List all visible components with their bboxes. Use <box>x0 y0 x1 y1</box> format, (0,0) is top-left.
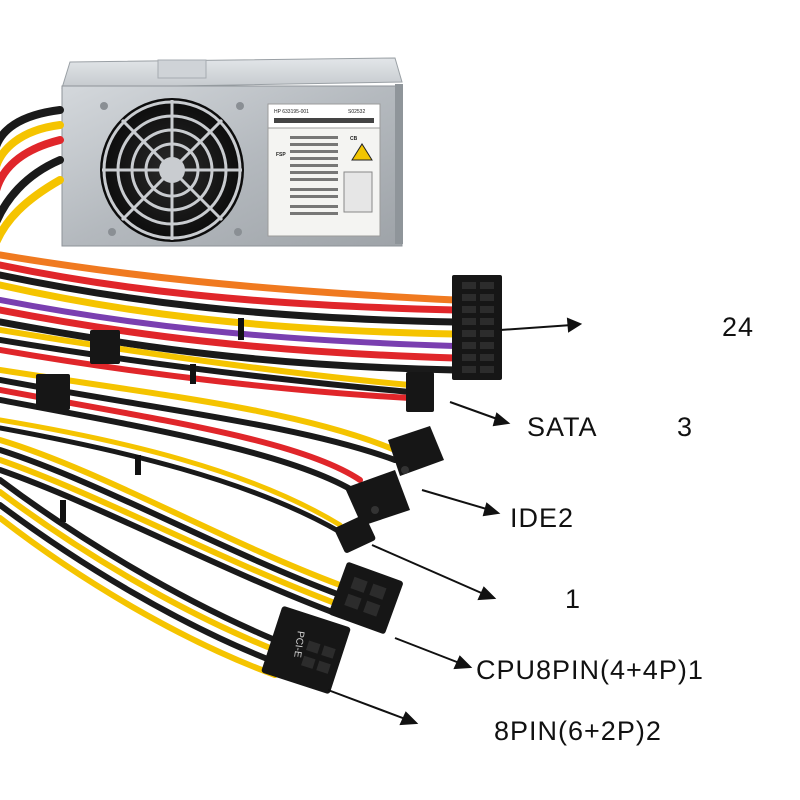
atx-24pin-connector <box>452 275 502 380</box>
cpu-8pin-connector <box>329 562 403 634</box>
label-part-number: HP 633195-001 <box>274 109 309 115</box>
molex-connector-small <box>90 330 120 364</box>
cpu-8pin-label: CPU8PIN(4+4P)1 <box>476 655 704 685</box>
floppy-count-label: 1 <box>565 584 582 614</box>
cable-bundle <box>0 106 459 678</box>
sata-connector <box>406 372 434 412</box>
sata-count-label: 3 <box>677 412 694 442</box>
power-supply-unit: HP 633195-001 S02532 FSP CB <box>61 57 403 247</box>
ide-label: IDE2 <box>510 503 575 533</box>
spec-label: HP 633195-001 S02532 FSP CB <box>267 103 381 237</box>
floppy-connector <box>334 515 376 553</box>
pcie-8pin-connector: PCI-E <box>261 606 351 694</box>
fan-grille <box>100 98 244 242</box>
pcie-8pin-label: 8PIN(6+2P)2 <box>494 716 662 746</box>
label-serial: S02532 <box>348 109 365 115</box>
ide-molex-connectors <box>345 426 444 526</box>
pcie-marking: PCI-E <box>291 630 306 658</box>
cb-mark: CB <box>350 136 358 142</box>
warning-icon <box>351 143 373 161</box>
atx-24pin-count-label: 24 <box>722 312 755 342</box>
label-brand: FSP <box>276 152 286 158</box>
sata-label: SATA <box>527 412 598 442</box>
molex-connector-small-2 <box>36 374 70 410</box>
callout-arrows <box>327 317 583 726</box>
